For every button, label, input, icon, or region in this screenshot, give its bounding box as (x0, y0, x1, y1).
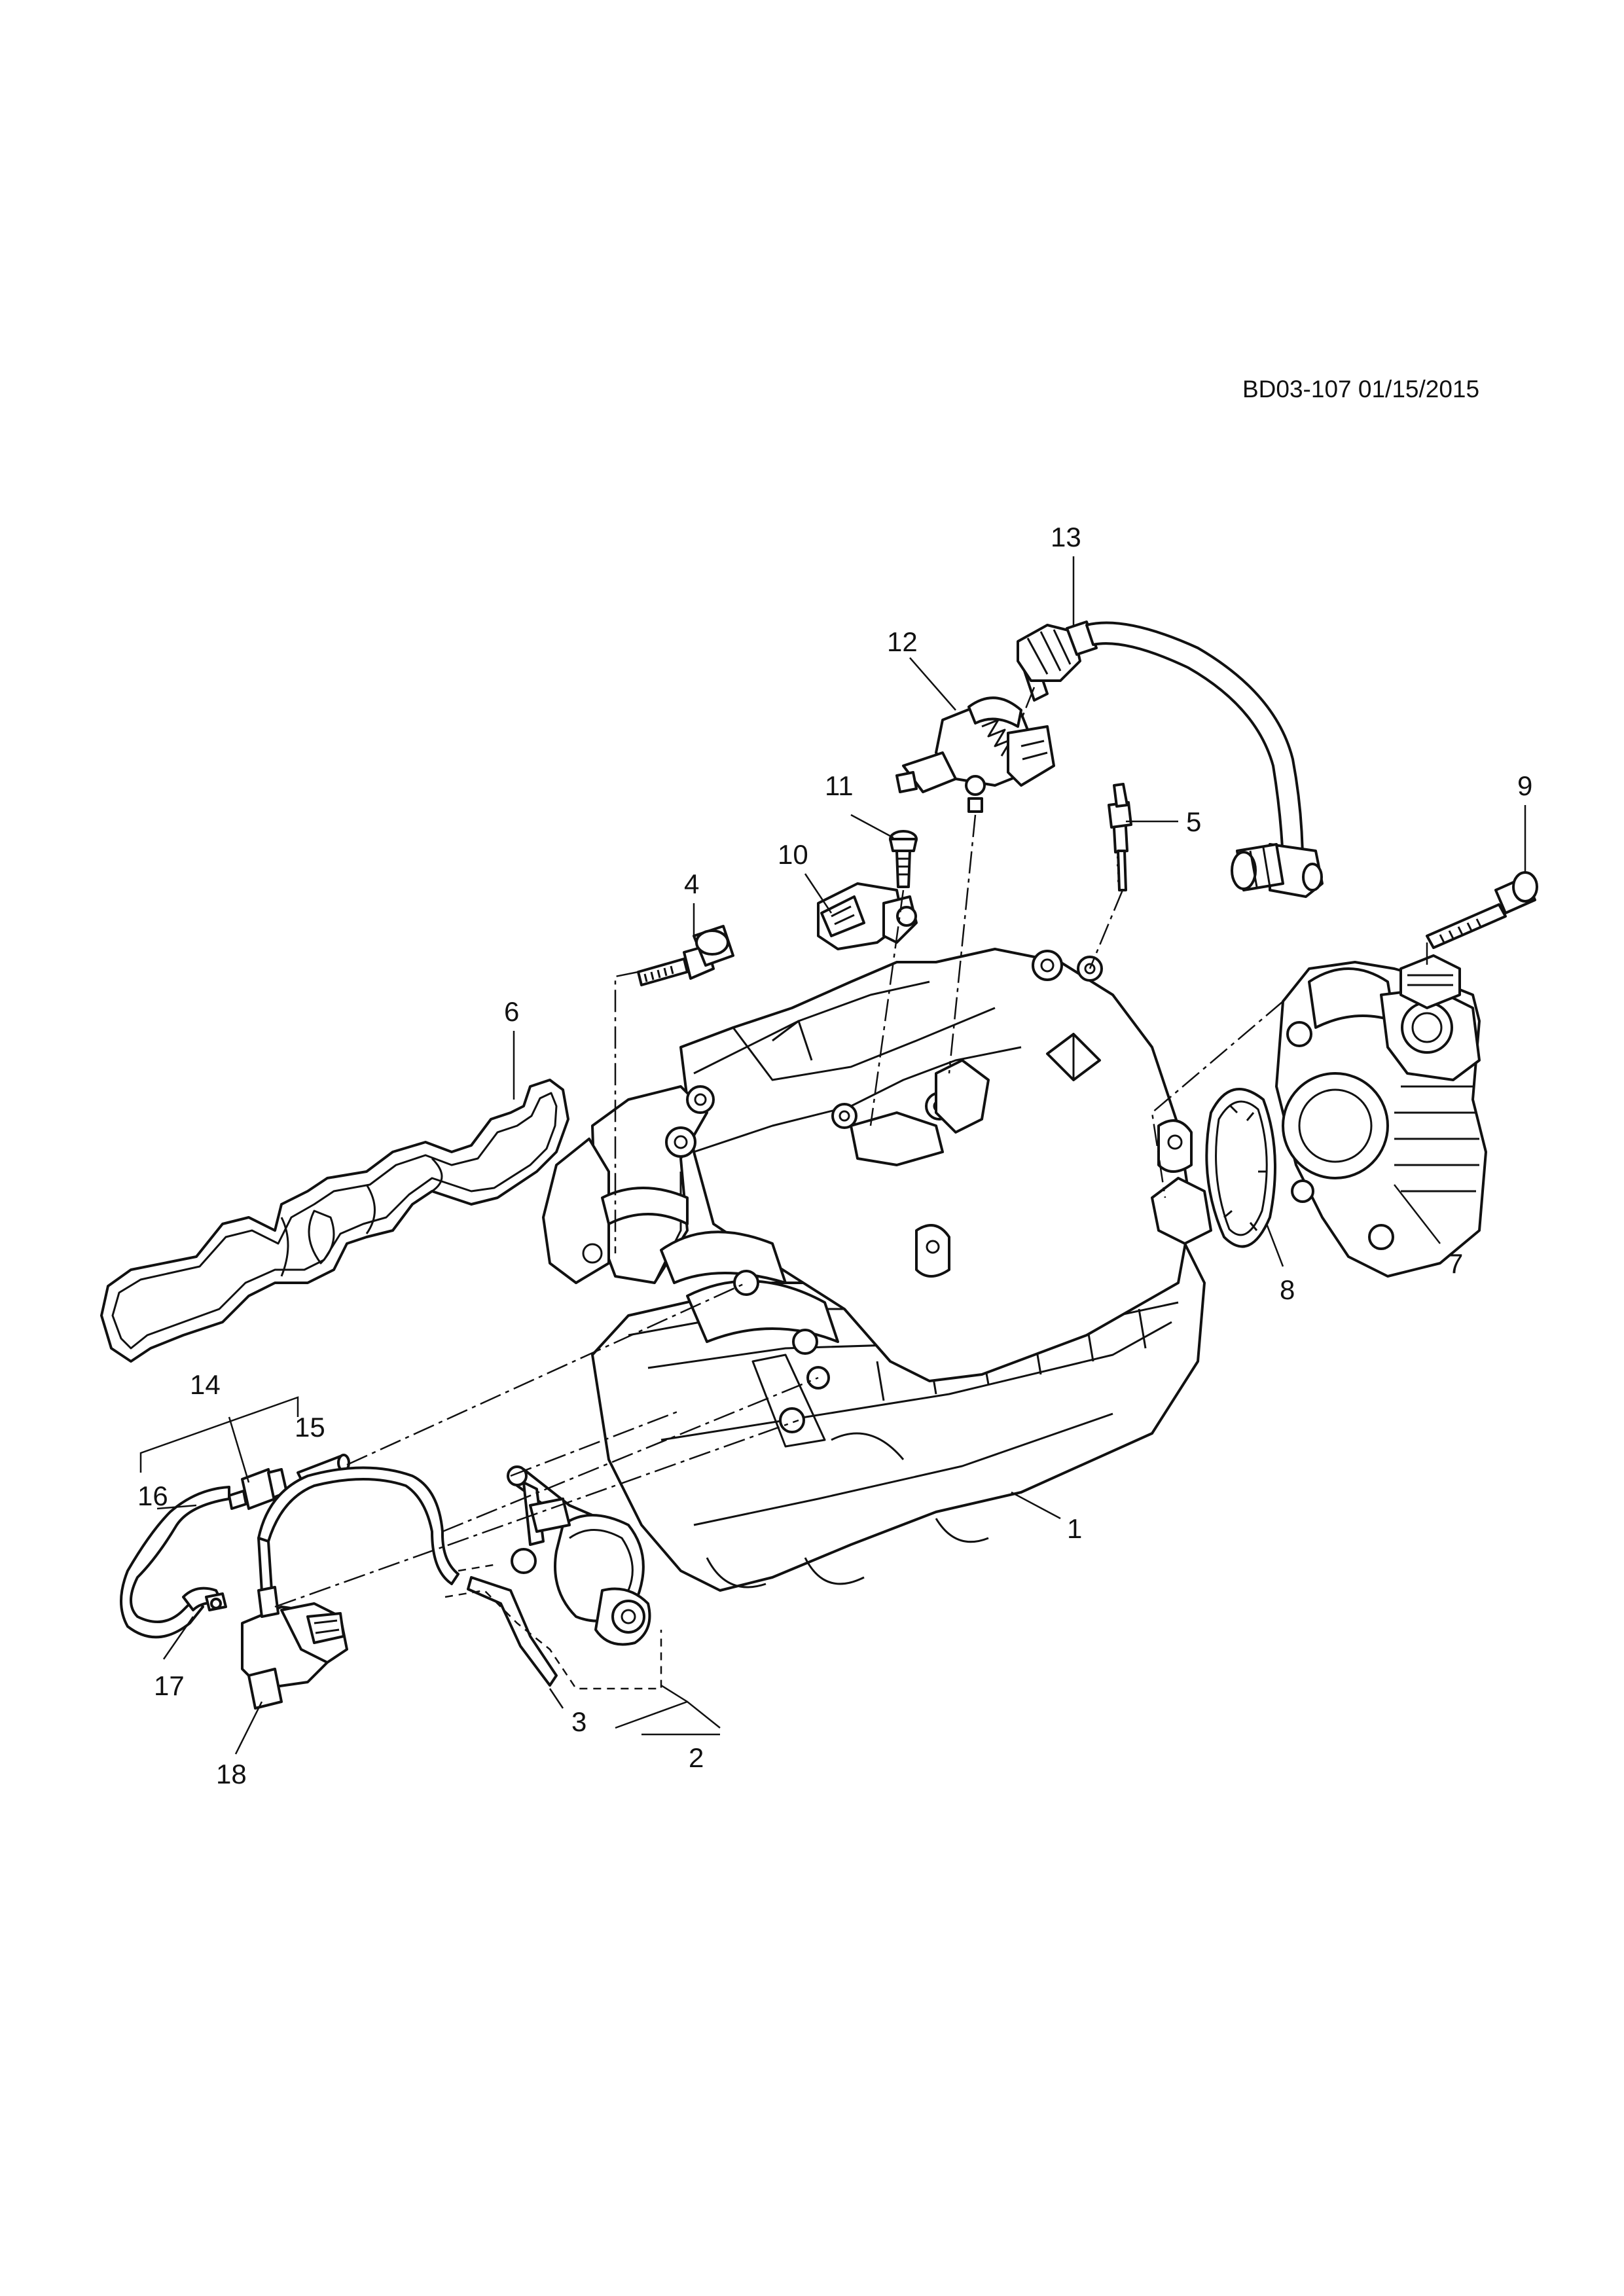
callout-8: 8 (1280, 1274, 1295, 1305)
callout-7: 7 (1448, 1248, 1463, 1279)
intake-manifold-gasket (100, 1079, 569, 1363)
callout-2: 2 (689, 1742, 704, 1773)
intake-manifold (542, 948, 1212, 1592)
alignment-lines (274, 687, 1428, 1608)
callout-13: 13 (1051, 522, 1081, 552)
callout-15: 15 (295, 1412, 325, 1443)
callout-leaders (139, 556, 1526, 1755)
callout-18: 18 (216, 1759, 247, 1789)
bolt-part-4 (637, 925, 734, 986)
throttle-body-gasket (1205, 1088, 1276, 1248)
callout-10: 10 (778, 839, 808, 870)
callout-16: 16 (137, 1480, 168, 1511)
callout-11: 11 (825, 770, 854, 801)
callout-labels: 1 2 3 4 5 6 7 8 9 10 11 12 13 14 15 16 1… (137, 522, 1532, 1789)
callout-17: 17 (154, 1670, 185, 1701)
pcv-valve (895, 653, 1055, 813)
map-sensor (817, 882, 918, 950)
callout-9: 9 (1517, 770, 1532, 801)
throttle-body (1275, 954, 1487, 1278)
pcv-hose (1017, 620, 1324, 898)
callout-5: 5 (1186, 806, 1201, 837)
callout-12: 12 (887, 626, 918, 657)
vacuum-actuator (507, 1465, 651, 1646)
callout-14: 14 (190, 1369, 221, 1400)
stud-part-5 (1108, 783, 1132, 891)
bolt-part-9 (1426, 871, 1538, 949)
callout-3: 3 (571, 1706, 586, 1737)
vacuum-hose-part-3 (444, 1563, 662, 1690)
screw-part-11 (889, 830, 918, 888)
callout-6: 6 (504, 996, 519, 1027)
callout-1: 1 (1067, 1513, 1082, 1544)
diagram-reference-code: BD03-107 01/15/2015 (1242, 376, 1480, 403)
vacuum-hose-assembly (120, 1454, 460, 1710)
callout-4: 4 (684, 869, 699, 899)
